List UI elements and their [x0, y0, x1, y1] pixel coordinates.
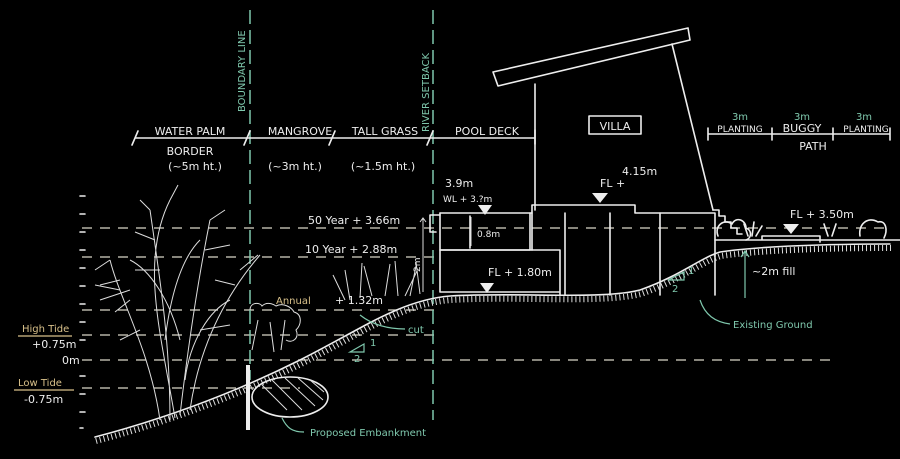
zone-water-palm-border: BORDER: [167, 145, 214, 158]
low-tide-label: Low Tide: [18, 378, 62, 389]
high-tide-level: +0.75m: [32, 338, 76, 351]
path-floor-level: FL + 3.50m: [790, 208, 854, 221]
lower-level-marker-icon: [480, 283, 494, 293]
planting-label-1: PLANTING: [717, 125, 762, 135]
pool-depth: 0.8m: [477, 230, 500, 240]
high-tide-label: High Tide: [22, 324, 69, 335]
path-planting: [714, 218, 900, 243]
pool-water-level: WL + 3.?m: [443, 195, 492, 205]
buggy-label: BUGGY: [783, 122, 822, 135]
embankment-label: Proposed Embankment: [310, 428, 426, 439]
mangrove-vegetation: [249, 302, 301, 353]
ten-year-flood-level: 10 Year + 2.88m: [305, 243, 397, 256]
river-setback-label: RIVER SETBACK: [421, 53, 432, 132]
slope-ratio-right: 2 1: [667, 266, 694, 295]
zone-tall-grass: TALL GRASS: [351, 125, 418, 138]
cut-label: cut: [408, 325, 424, 336]
slope-run-right: 2: [672, 284, 678, 295]
pool-top-level: 3.9m: [445, 177, 473, 190]
right-dimension-line: [707, 127, 891, 141]
villa-top-level: 4.15m: [622, 165, 657, 178]
proposed-embankment: [246, 365, 329, 433]
path-level-marker-icon: [783, 224, 799, 234]
planting-width-1: 3m: [732, 112, 748, 123]
ground-profile: [94, 243, 892, 444]
villa-label: VILLA: [600, 120, 631, 133]
slope-rise-left: 1: [370, 338, 376, 349]
water-palm-vegetation: [94, 184, 261, 421]
villa-level-marker-icon: [592, 193, 608, 203]
annual-flood-label: Annual: [276, 296, 311, 307]
tall-grass-vegetation: [332, 260, 421, 301]
fill-depth: ~2m fill: [752, 265, 795, 278]
pool-level-marker-icon: [478, 205, 492, 215]
left-scale-ticks: [79, 195, 86, 429]
slope-run-left: 2: [354, 354, 360, 365]
zone-water-palm: WATER PALM: [155, 125, 226, 138]
lower-floor-level: FL + 1.80m: [488, 266, 552, 279]
slope-rise-right: 1: [688, 266, 694, 277]
planting-width-2: 3m: [856, 112, 872, 123]
zone-dimension-line: [131, 129, 536, 146]
slope-ratio-left: 2 1: [347, 338, 376, 365]
water-level-lines: [82, 227, 890, 389]
zone-mangrove: MANGROVE: [268, 125, 332, 138]
path-label: PATH: [799, 140, 827, 153]
zone-water-palm-height: (~5m ht.): [168, 160, 222, 173]
villa-building: [429, 27, 743, 296]
existing-ground-label: Existing Ground: [733, 320, 813, 331]
zone-tall-grass-height: (~1.5m ht.): [351, 160, 415, 173]
planting-label-2: PLANTING: [843, 125, 888, 135]
low-tide-level: -0.75m: [24, 393, 63, 406]
annual-flood-level: + 1.32m: [335, 294, 383, 307]
villa-floor-level: FL +: [600, 177, 625, 190]
zone-pool-deck: POOL DECK: [455, 125, 520, 138]
wall-height: 2m: [413, 258, 423, 273]
buggy-path-width: 3m: [794, 112, 810, 123]
boundary-line-label: BOUNDARY LINE: [237, 30, 248, 112]
zero-level: 0m: [62, 354, 80, 367]
fifty-year-flood-level: 50 Year + 3.66m: [308, 214, 400, 227]
zone-mangrove-height: (~3m ht.): [268, 160, 322, 173]
